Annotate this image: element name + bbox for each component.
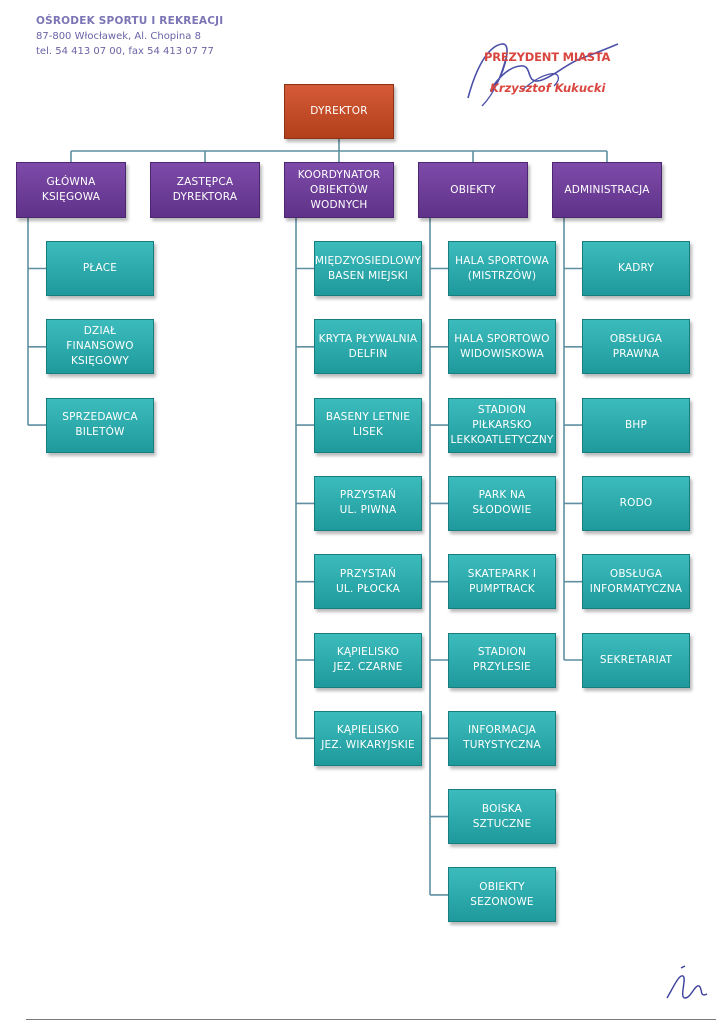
unit-box-3-2: STADION PIŁKARSKO LEKKOATLETYCZNY bbox=[448, 397, 556, 453]
unit-box-3-5: STADION PRZYLESIE bbox=[448, 632, 556, 688]
unit-box-4-4: OBSŁUGA INFORMATYCZNA bbox=[582, 554, 690, 610]
signature-scribble bbox=[467, 43, 619, 107]
unit-box-3-8-label: OBIEKTY SEZONOWE bbox=[470, 880, 534, 908]
stamp-name: Krzysztof Kukucki bbox=[490, 81, 606, 95]
letterhead-org-name: OŚRODEK SPORTU I REKREACJI bbox=[36, 15, 224, 27]
department-box-1: ZASTĘPCA DYREKTORA bbox=[150, 162, 260, 218]
unit-box-2-5: KĄPIELISKO JEZ. CZARNE bbox=[314, 632, 422, 688]
unit-box-4-4-label: OBSŁUGA INFORMATYCZNA bbox=[589, 567, 683, 595]
letterhead: OŚRODEK SPORTU I REKREACJI 87-800 Włocła… bbox=[36, 14, 223, 59]
department-box-0-label: GŁÓWNA KSIĘGOWA bbox=[41, 176, 101, 203]
letterhead-phone: tel. 54 413 07 00, fax 54 413 07 77 bbox=[36, 46, 214, 57]
unit-box-3-8: OBIEKTY SEZONOWE bbox=[448, 867, 556, 923]
department-box-3-label: OBIEKTY bbox=[450, 183, 496, 196]
unit-box-4-3-label: RODO bbox=[619, 496, 653, 509]
stamp-title: PREZYDENT MIASTA bbox=[484, 50, 611, 64]
unit-box-2-3: PRZYSTAŃ UL. PIWNA bbox=[314, 475, 422, 531]
unit-box-3-2-label: STADION PIŁKARSKO LEKKOATLETYCZNY bbox=[450, 403, 554, 446]
unit-box-3-7: BOISKA SZTUCZNE bbox=[448, 789, 556, 845]
unit-box-4-5: SEKRETARIAT bbox=[582, 632, 690, 688]
unit-box-3-0: HALA SPORTOWA (MISTRZÓW) bbox=[448, 241, 556, 296]
unit-box-3-5-label: STADION PRZYLESIE bbox=[473, 646, 531, 673]
mayor-approval-stamp: PREZYDENT MIASTA Krzysztof Kukucki bbox=[462, 28, 622, 120]
initials-signature bbox=[655, 964, 715, 1008]
unit-box-0-2-label: SPRZEDAWCA BILETÓW bbox=[62, 411, 138, 439]
department-box-2: KOORDYNATOR OBIEKTÓW WODNYCH bbox=[284, 162, 394, 218]
unit-box-2-1-label: KRYTA PŁYWALNIA DELFIN bbox=[318, 332, 418, 360]
department-box-4: ADMINISTRACJA bbox=[552, 162, 662, 218]
unit-box-2-5-label: KĄPIELISKO JEZ. CZARNE bbox=[333, 646, 403, 673]
director-box-label: DYREKTOR bbox=[310, 105, 368, 117]
unit-box-2-4-label: PRZYSTAŃ UL. PŁOCKA bbox=[336, 567, 400, 595]
unit-box-2-6: KĄPIELISKO JEZ. WIKARYJSKIE bbox=[314, 710, 422, 766]
unit-box-4-5-label: SEKRETARIAT bbox=[599, 653, 673, 666]
unit-box-2-2: BASENY LETNIE LISEK bbox=[314, 397, 422, 453]
unit-box-3-1: HALA SPORTOWO WIDOWISKOWA bbox=[448, 319, 556, 375]
unit-box-3-3-label: PARK NA SŁODOWIE bbox=[472, 489, 532, 517]
department-box-2-label: KOORDYNATOR OBIEKTÓW WODNYCH bbox=[297, 168, 381, 211]
unit-box-4-0: KADRY bbox=[582, 241, 690, 296]
unit-box-3-1-label: HALA SPORTOWO WIDOWISKOWA bbox=[454, 332, 550, 360]
department-box-3: OBIEKTY bbox=[418, 162, 528, 218]
unit-box-2-2-label: BASENY LETNIE LISEK bbox=[325, 411, 411, 439]
department-box-1-label: ZASTĘPCA DYREKTORA bbox=[172, 176, 238, 203]
bottom-rule bbox=[26, 1019, 716, 1020]
unit-box-4-1-label: OBSŁUGA PRAWNA bbox=[609, 332, 663, 360]
unit-box-0-1-label: DZIAŁ FINANSOWO KSIĘGOWY bbox=[66, 325, 134, 368]
unit-box-2-3-label: PRZYSTAŃ UL. PIWNA bbox=[339, 489, 397, 517]
unit-box-2-1: KRYTA PŁYWALNIA DELFIN bbox=[314, 319, 422, 375]
unit-box-0-0-label: PŁACE bbox=[82, 262, 118, 274]
unit-box-0-1: DZIAŁ FINANSOWO KSIĘGOWY bbox=[46, 319, 154, 375]
unit-box-3-3: PARK NA SŁODOWIE bbox=[448, 475, 556, 531]
unit-box-4-1: OBSŁUGA PRAWNA bbox=[582, 319, 690, 375]
unit-box-3-6: INFORMACJA TURYSTYCZNA bbox=[448, 710, 556, 766]
unit-box-3-6-label: INFORMACJA TURYSTYCZNA bbox=[463, 724, 541, 752]
department-box-4-label: ADMINISTRACJA bbox=[564, 183, 650, 196]
letterhead-address: 87-800 Włocławek, Al. Chopina 8 bbox=[36, 31, 201, 42]
unit-box-4-0-label: KADRY bbox=[617, 262, 654, 274]
unit-box-4-2-label: BHP bbox=[624, 418, 648, 431]
unit-box-3-4-label: SKATEPARK I PUMPTRACK bbox=[467, 567, 537, 595]
unit-box-2-4: PRZYSTAŃ UL. PŁOCKA bbox=[314, 554, 422, 610]
director-box: DYREKTOR bbox=[284, 84, 394, 139]
unit-box-2-6-label: KĄPIELISKO JEZ. WIKARYJSKIE bbox=[321, 724, 415, 752]
unit-box-3-7-label: BOISKA SZTUCZNE bbox=[472, 802, 532, 830]
department-box-0: GŁÓWNA KSIĘGOWA bbox=[16, 162, 126, 218]
unit-box-0-0: PŁACE bbox=[46, 241, 154, 296]
unit-box-4-3: RODO bbox=[582, 475, 690, 531]
unit-box-2-0: MIĘDZYOSIEDLOWY BASEN MIEJSKI bbox=[314, 241, 422, 296]
unit-box-0-2: SPRZEDAWCA BILETÓW bbox=[46, 397, 154, 453]
unit-box-2-0-label: MIĘDZYOSIEDLOWY BASEN MIEJSKI bbox=[314, 254, 422, 282]
unit-box-3-4: SKATEPARK I PUMPTRACK bbox=[448, 554, 556, 610]
unit-box-3-0-label: HALA SPORTOWA (MISTRZÓW) bbox=[455, 254, 549, 282]
unit-box-4-2: BHP bbox=[582, 397, 690, 453]
